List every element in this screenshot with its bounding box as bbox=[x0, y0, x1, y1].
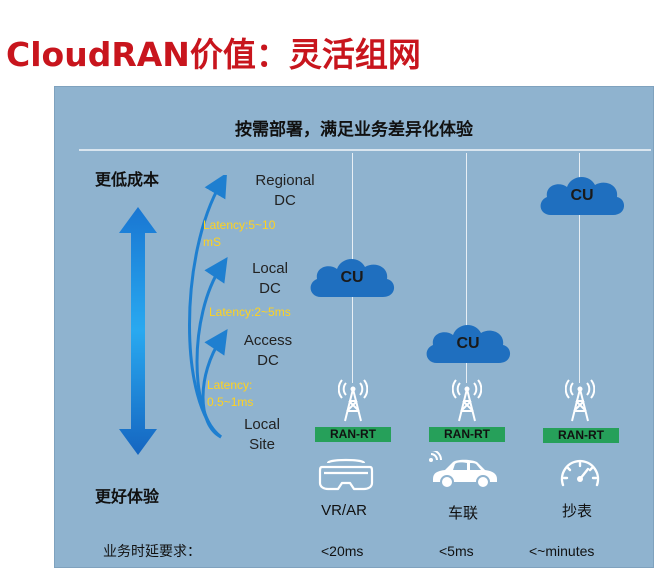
double-arrow-icon bbox=[119, 207, 157, 455]
app-label-car: 车联 bbox=[447, 505, 478, 522]
requirement-car: <5ms bbox=[439, 543, 474, 559]
better-experience-label: 更好体验 bbox=[95, 487, 160, 506]
cloud-icon bbox=[310, 258, 395, 297]
ran-rt-label-3: RAN-RT bbox=[543, 428, 619, 443]
meter-gauge-icon bbox=[560, 459, 600, 487]
cloud-icon bbox=[540, 176, 625, 215]
cu-cloud-2: CU bbox=[423, 319, 513, 365]
curve-local-dc bbox=[195, 257, 228, 439]
column-line-2 bbox=[466, 153, 467, 383]
curve-access-dc bbox=[201, 329, 228, 439]
ran-rt-label-2: RAN-RT bbox=[429, 427, 505, 442]
requirement-vr: <20ms bbox=[321, 543, 364, 559]
requirement-label: 业务时延要求： bbox=[103, 543, 201, 559]
radio-tower-icon bbox=[338, 379, 368, 422]
app-label-vr: VR/AR bbox=[321, 502, 367, 519]
diagram-subtitle: 按需部署，满足业务差异化体验 bbox=[235, 120, 473, 140]
radio-tower-icon bbox=[565, 379, 595, 422]
cu-cloud-1: CU bbox=[307, 253, 397, 299]
latency-local-dc: Latency:2~5ms bbox=[209, 305, 291, 319]
requirement-meter: <~minutes bbox=[529, 543, 595, 559]
page-title: CloudRAN价值：灵活组网 bbox=[6, 35, 421, 74]
subtitle-divider bbox=[79, 149, 651, 151]
cu-cloud-3: CU bbox=[537, 171, 627, 217]
connected-car-icon bbox=[429, 451, 497, 489]
column-line-3 bbox=[579, 153, 580, 383]
radio-tower-icon bbox=[452, 379, 482, 422]
ran-rt-label-1: RAN-RT bbox=[315, 427, 391, 442]
app-label-meter: 抄表 bbox=[561, 503, 592, 520]
lower-cost-label: 更低成本 bbox=[95, 170, 160, 189]
cloud-icon bbox=[426, 324, 511, 363]
latency-curves bbox=[188, 175, 228, 439]
latency-access-dc: Latency:0.5~1ms bbox=[207, 378, 254, 409]
vr-headset-icon bbox=[318, 458, 374, 491]
